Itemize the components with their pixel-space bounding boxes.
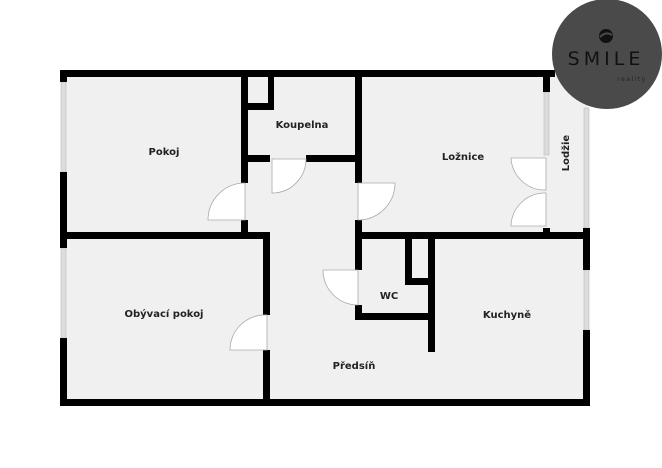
room-label-obyvaci-pokoj: Obývací pokoj: [125, 308, 204, 320]
door-obyvaci: [229, 314, 268, 351]
room-label-koupelna: Koupelna: [276, 120, 329, 131]
room-label-loznice: Ložnice: [442, 151, 485, 163]
room-label-pokoj: Pokoj: [149, 147, 180, 158]
room-label-lodzie: Lodžie: [560, 135, 572, 172]
room-label-predsin: Předsíň: [333, 360, 376, 372]
door-pokoj: [207, 182, 246, 221]
door-lodzie-top: [510, 157, 547, 191]
doors: [207, 157, 547, 351]
walls: [60, 70, 590, 406]
door-wc: [322, 269, 359, 306]
room-label-wc: WC: [380, 291, 398, 302]
door-koupelna: [271, 158, 307, 194]
logo-sub: reality: [617, 76, 646, 83]
door-lodzie-bottom: [510, 192, 547, 227]
room-label-kuchyne: Kuchyně: [483, 309, 531, 321]
door-loznice: [357, 182, 396, 221]
smile-reality-logo: SMILE reality: [552, 0, 662, 109]
windows: [60, 81, 590, 339]
logo-brand: SMILE: [568, 48, 645, 70]
